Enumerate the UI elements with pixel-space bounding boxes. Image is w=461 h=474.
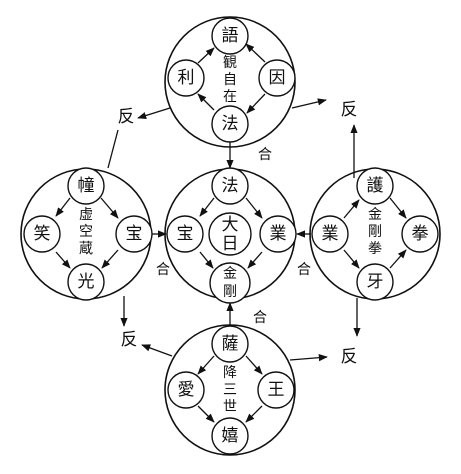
- center-node-left-label: 宝: [177, 224, 194, 244]
- top-center-char-1: 観: [223, 54, 237, 71]
- he-label-right: 合: [297, 262, 311, 278]
- fan-label-bottom-right: 反: [341, 347, 358, 367]
- center-arrow-top-right: [245, 197, 263, 219]
- bottom-node-bottom-label: 嬉: [222, 426, 239, 446]
- center-arrow-left-bottom: [199, 251, 214, 269]
- top-node-right: [258, 59, 296, 97]
- center-arrow-right-bottom: [247, 251, 263, 269]
- arrow-bottom-to-left-fan: [141, 344, 173, 357]
- he-label-left: 合: [156, 262, 170, 278]
- left-node-bottom-label: 光: [78, 272, 95, 292]
- left-center-char-1: 虚: [79, 207, 93, 223]
- top-arrow-right-bottom: [246, 93, 266, 114]
- top-arrow-right-top: [245, 43, 266, 63]
- center-core-char-1: 大: [222, 215, 239, 235]
- top-node-top-label: 語: [222, 26, 239, 46]
- right-center-char-3: 拳: [368, 241, 382, 257]
- right-node-left: [311, 215, 349, 253]
- left-arrow-top-left: [55, 197, 71, 217]
- left-node-top-label: 幢: [78, 176, 95, 196]
- center-node-bottom-char-2: 剛: [223, 284, 237, 300]
- center-node-core: [208, 212, 252, 256]
- bottom-arrow-top-right: [245, 355, 263, 375]
- left-arrow-right-bottom: [101, 249, 119, 269]
- bottom-node-left: [167, 371, 205, 409]
- top-node-bottom-label: 法: [222, 114, 239, 134]
- right-node-bottom: [356, 263, 394, 301]
- bottom-node-left-label: 愛: [178, 380, 195, 400]
- group-top: 語 利 因 法 観 自 在: [164, 16, 296, 148]
- fan-label-top-left: 反: [118, 107, 135, 127]
- group-bottom: 薩 愛 王 嬉 降 三 世: [164, 324, 296, 456]
- line-left-up: [107, 129, 119, 169]
- right-arrow-bottom-right: [389, 249, 407, 269]
- left-node-top: [67, 167, 105, 205]
- top-arrow-bottom-left: [197, 93, 215, 111]
- bottom-center-char-2: 三: [223, 382, 237, 398]
- center-core-char-2: 日: [222, 234, 239, 254]
- bottom-arrow-right-bottom: [245, 405, 263, 423]
- bottom-center-char-3: 世: [223, 399, 237, 415]
- he-label-top: 合: [258, 147, 272, 163]
- center-node-right: [259, 215, 297, 253]
- fan-label-bottom-left: 反: [121, 330, 138, 350]
- top-node-top: [211, 17, 249, 55]
- group-center: 法 宝 業 金 剛 大 日: [164, 167, 297, 304]
- arrow-bottom-to-right-fan: [289, 354, 328, 362]
- bottom-node-right-label: 王: [268, 380, 285, 400]
- left-node-bottom: [67, 263, 105, 301]
- right-node-right-label: 拳: [412, 224, 429, 244]
- left-arrow-left-bottom: [55, 251, 71, 269]
- center-node-bottom-char-1: 金: [223, 266, 237, 282]
- bottom-node-right: [257, 371, 295, 409]
- left-node-right-label: 宝: [126, 224, 143, 244]
- center-arrow-top-left: [199, 197, 215, 217]
- group-left: 幢 笑 宝 光 虚 空 蔵: [20, 167, 153, 301]
- left-node-left: [23, 215, 61, 253]
- he-label-bottom: 合: [253, 310, 267, 326]
- top-node-left-label: 利: [178, 68, 195, 88]
- left-center-char-3: 蔵: [79, 241, 93, 257]
- top-center-char-2: 自: [223, 72, 237, 88]
- top-arrow-left-top: [197, 47, 215, 64]
- top-node-left: [167, 59, 205, 97]
- bottom-arrow-top-left: [197, 355, 215, 375]
- top-node-right-label: 因: [269, 68, 286, 88]
- left-node-left-label: 笑: [34, 224, 51, 244]
- right-node-top-label: 護: [367, 176, 384, 196]
- bottom-center-char-1: 降: [223, 365, 237, 381]
- bottom-node-top-label: 薩: [222, 334, 239, 354]
- center-node-left: [166, 215, 204, 253]
- left-arrow-top-right: [100, 197, 119, 219]
- right-node-bottom-label: 牙: [367, 272, 384, 292]
- arrow-top-to-right-fan: [291, 98, 327, 109]
- right-node-left-label: 業: [322, 224, 339, 244]
- top-center-char-3: 在: [223, 89, 237, 105]
- bottom-node-bottom: [211, 417, 249, 455]
- right-node-right: [401, 215, 439, 253]
- right-node-top: [356, 167, 394, 205]
- right-center-char-1: 金: [368, 207, 382, 223]
- center-node-right-label: 業: [270, 224, 287, 244]
- center-node-top-label: 法: [222, 176, 239, 196]
- arrow-top-to-left-fan: [137, 107, 171, 120]
- bottom-arrow-left-bottom: [197, 405, 215, 423]
- group-right: 護 業 拳 牙 金 剛 拳: [309, 167, 441, 301]
- right-arrow-top-right: [389, 197, 407, 219]
- right-center-char-2: 剛: [368, 224, 382, 240]
- left-center-char-2: 空: [79, 224, 93, 240]
- right-arrow-left-bottom: [343, 249, 360, 269]
- fan-label-top-right: 反: [341, 100, 358, 120]
- right-arrow-left-top: [343, 199, 360, 219]
